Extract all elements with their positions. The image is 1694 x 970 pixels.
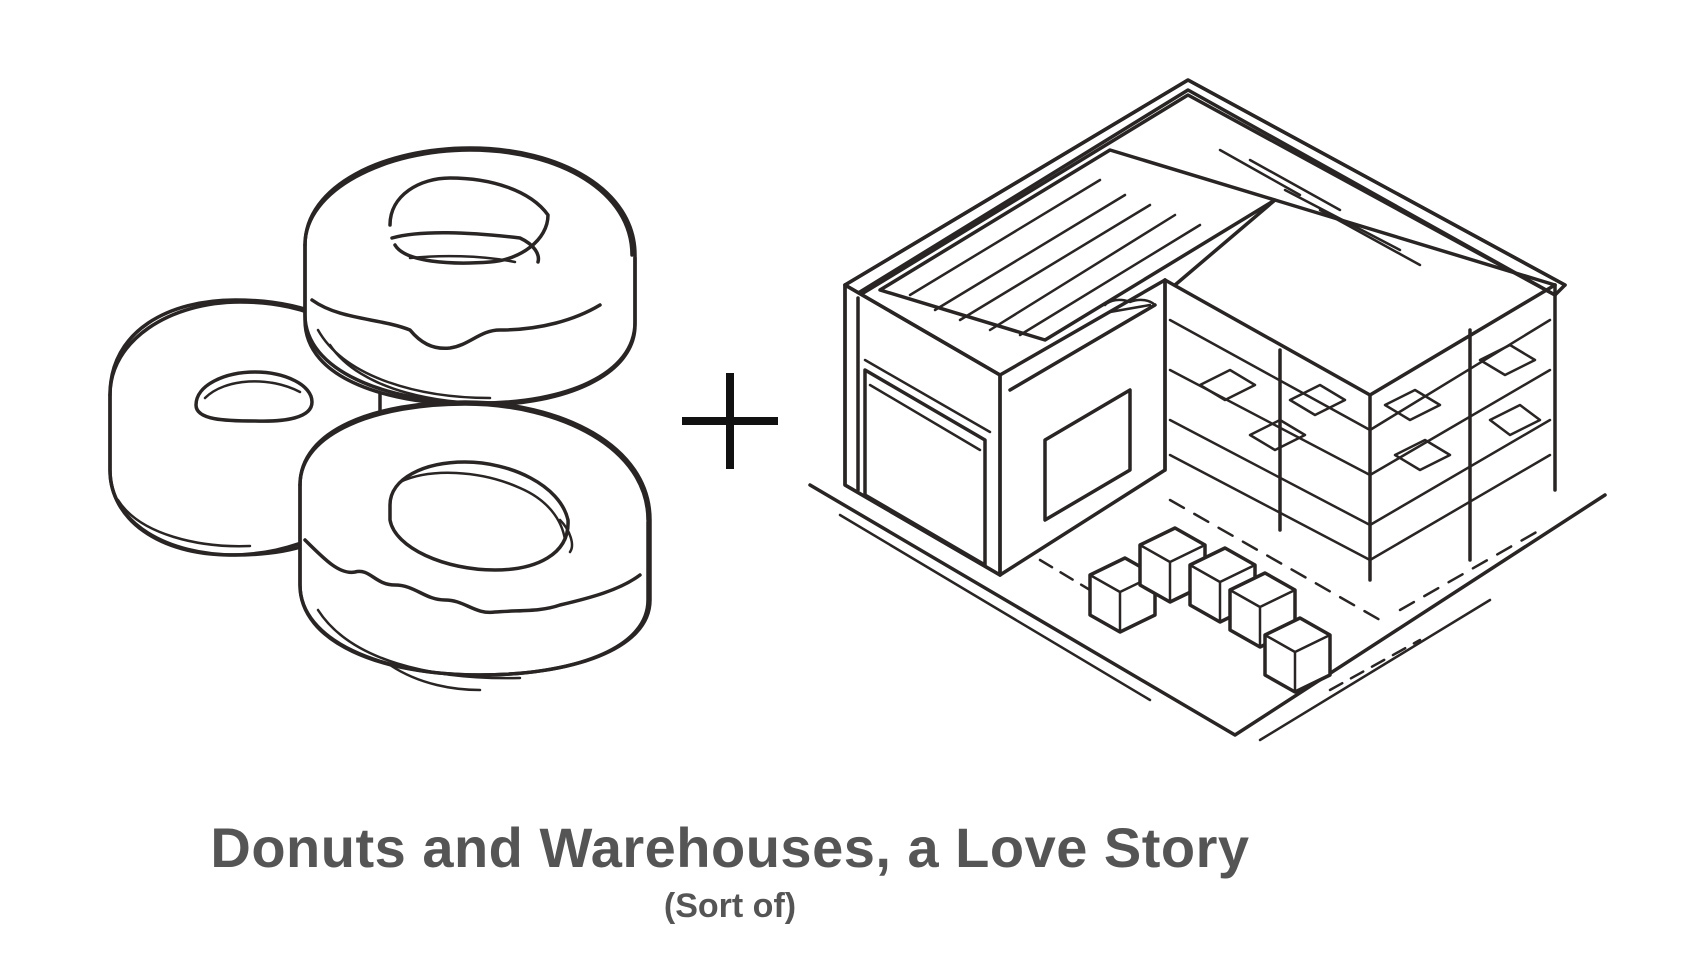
caption-subtitle: (Sort of) bbox=[663, 887, 797, 925]
donut-bottom bbox=[298, 400, 652, 692]
plus-sign bbox=[682, 373, 778, 469]
warehouse-illustration bbox=[808, 78, 1607, 742]
donut-top bbox=[303, 146, 637, 407]
caption-title: Donuts and Warehouses, a Love Story bbox=[210, 816, 1250, 879]
donuts-illustration bbox=[108, 146, 652, 692]
